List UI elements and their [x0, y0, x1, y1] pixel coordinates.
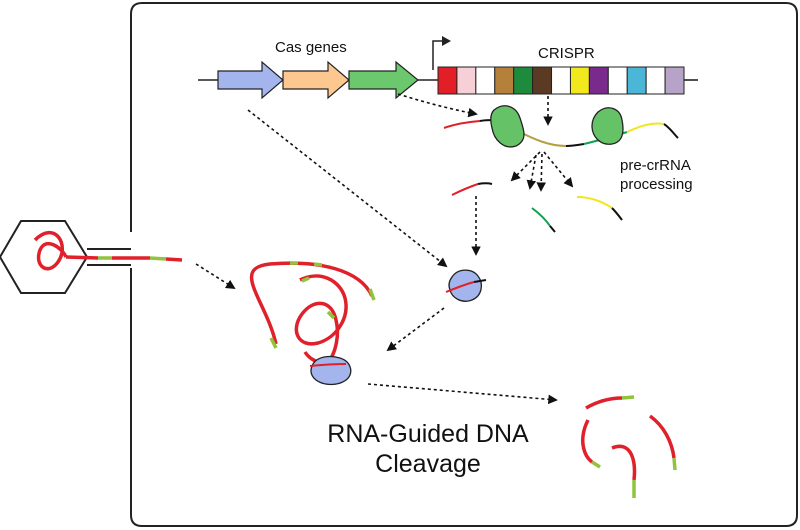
arrow-cas-gene-to-effector	[247, 109, 448, 268]
arrow-dna-to-cleavage	[367, 383, 558, 405]
crispr-array	[437, 66, 685, 95]
crispr-spacer-cell	[456, 66, 477, 95]
bacterial-cell-outline	[130, 2, 798, 527]
mature-crrna	[451, 182, 493, 196]
cas-gene-locus	[198, 60, 438, 100]
crispr-spacer-cell	[513, 66, 534, 95]
promoter-arrow-icon	[432, 40, 442, 70]
phage-icon	[0, 220, 183, 294]
cleavage-label-line1: RNA-Guided DNA	[327, 420, 529, 448]
crispr-spacer-cell	[532, 66, 553, 95]
cas-protein-icon	[490, 105, 525, 148]
crispr-spacer-cell	[664, 66, 685, 95]
cleavage-label-line2: Cleavage	[375, 450, 481, 478]
effector-complex	[445, 269, 487, 302]
flow-arrows	[195, 93, 574, 405]
phage-dna-tangle	[249, 261, 376, 386]
arrow-effector-to-dna	[386, 307, 445, 352]
crispr-spacer-cell	[475, 66, 496, 95]
crispr-spacer-cell	[645, 66, 666, 95]
cas-gene-arrow-icon	[282, 60, 350, 100]
cas-genes-label: Cas genes	[275, 39, 347, 56]
crispr-spacer-cell	[437, 66, 458, 95]
crispr-spacer-cell	[569, 66, 590, 95]
crispr-label: CRISPR	[538, 45, 595, 62]
crispr-spacer-cell	[494, 66, 515, 95]
arrow-processing-right	[543, 151, 574, 188]
arrow-phage-dna-entry	[195, 263, 236, 290]
processing-label-line2: processing	[620, 176, 693, 193]
cas-protein-icon	[310, 355, 352, 386]
crispr-spacer-cell	[588, 66, 609, 95]
mature-crrna	[531, 207, 556, 233]
cas-gene-arrow-icon	[217, 60, 284, 100]
promoter-arrowhead	[442, 36, 451, 46]
crispr-spacer-cell	[551, 66, 571, 95]
pre-crrna-transcript	[443, 105, 679, 148]
arrow-processing-far-left	[526, 154, 537, 190]
processing-label-line1: pre-crRNA	[620, 157, 691, 174]
arrow-processing-down	[536, 153, 547, 192]
arrow-cas-genes-to-cascade	[397, 93, 478, 118]
cas-gene-arrow-icon	[348, 60, 419, 100]
crispr-spacer-cell	[607, 66, 628, 95]
cleaved-dna-fragments	[581, 395, 677, 498]
crispr-spacer-cell	[626, 66, 647, 95]
mature-crrna	[576, 196, 623, 221]
cas-protein-icon	[591, 107, 624, 145]
